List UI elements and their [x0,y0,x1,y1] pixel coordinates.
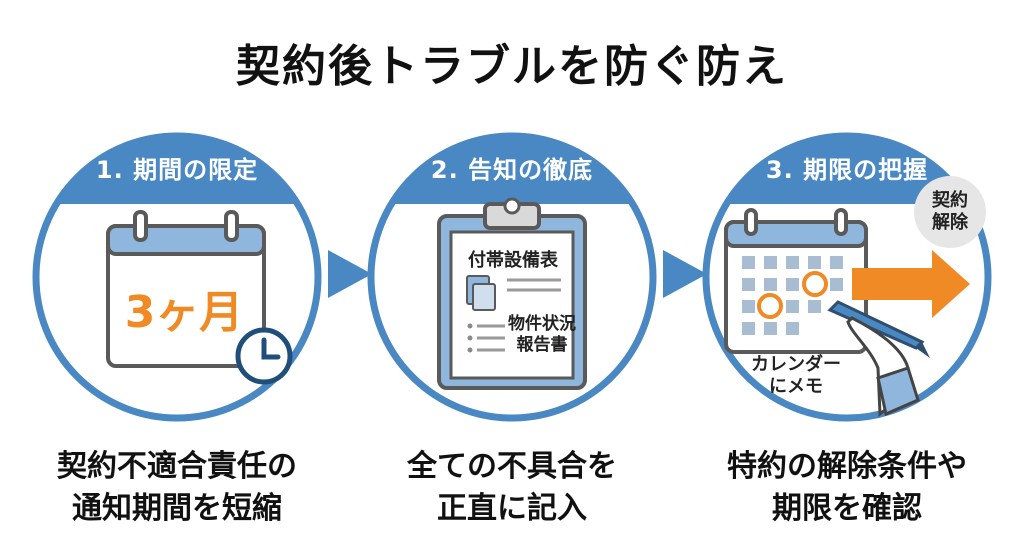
page-title: 契約後トラブルを防ぐ防え [236,41,788,92]
equipment-list-label: 付帯設備表 [468,250,558,271]
calendar-clock-icon [106,210,293,385]
step-2-caption: 全ての不具合を 正直に記入 [407,449,617,526]
calendar-note-label: カレンダー にメモ [751,354,841,397]
step-2-heading: 2. 告知の徹底 [430,156,594,184]
cancel-bubble [914,176,986,248]
step-2-panel: 2. 告知の徹底 付帯設備表 物件状況 報告書 [367,128,657,426]
step-1-graphic [32,132,322,422]
arrow-right-icon [328,250,372,298]
step-3-heading: 3. 期限の把握 [765,156,929,184]
step-3-caption: 特約の解除条件や 期限を確認 [727,449,967,526]
step-3-graphic [702,132,992,422]
step-2-graphic [367,132,657,422]
calendar-pen-icon [724,208,970,418]
step-3-panel: 3. 期限の把握 契約 解除 カレンダー にメモ [702,128,992,426]
step-1-caption: 契約不適合責任の 通知期間を短縮 [57,449,297,526]
contract-cancel-label: 契約 解除 [932,190,968,233]
step-1-panel: 1. 期間の限定 3ヶ月 [32,128,322,426]
clipboard-icon [437,197,587,390]
property-report-label: 物件状況 報告書 [508,314,576,355]
calendar-period-label: 3ヶ月 [124,287,244,338]
step-1-heading: 1. 期間の限定 [95,156,259,184]
arrow-right-icon [663,250,707,298]
